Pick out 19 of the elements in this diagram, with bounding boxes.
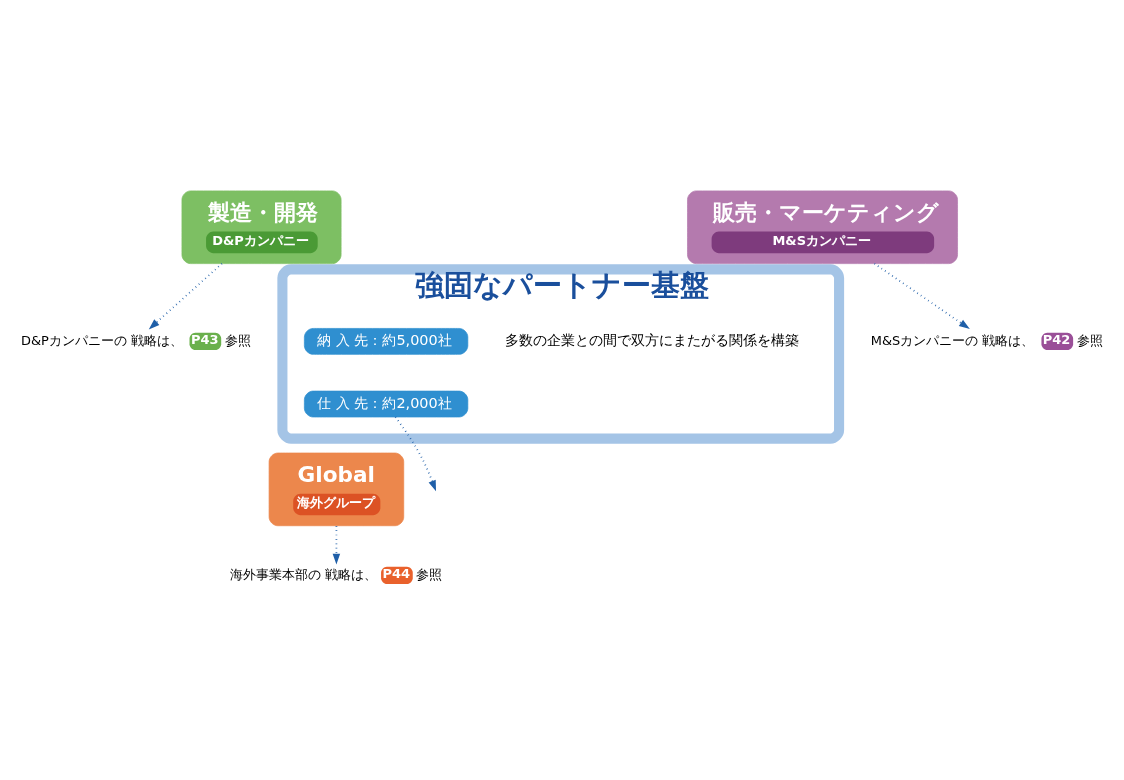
node-label: D&Pカンパニーの 戦略は、 — [20, 332, 184, 348]
arrow — [873, 262, 970, 330]
node-box: P43 — [189, 332, 222, 351]
node-label: 参照 — [1076, 332, 1103, 348]
arrow — [332, 525, 341, 565]
node-box: 仕 入 先：約2,000社 — [304, 390, 469, 418]
node-label: 参照 — [224, 332, 251, 348]
arrow — [148, 262, 223, 330]
node-box: Global 海外グループ — [268, 452, 405, 527]
node-box: 製造・開発 D&Pカンパニー — [181, 190, 342, 264]
label: 多数の企業との間で双方にまたがる関係を構築 — [504, 331, 799, 348]
arrow — [394, 416, 437, 492]
node-box: 納 入 先：約5,000社 — [304, 328, 469, 355]
node-label: M&Sカンパニーの 戦略は、 — [870, 332, 1035, 348]
node-label: 海外事業本部の 戦略は、 — [229, 566, 377, 582]
node-box: P42 — [1041, 332, 1074, 351]
node-box: P44 — [381, 566, 413, 585]
node-box: 販売・マーケティング M&Sカンパニー — [687, 190, 958, 264]
node-label: 参照 — [416, 566, 443, 582]
